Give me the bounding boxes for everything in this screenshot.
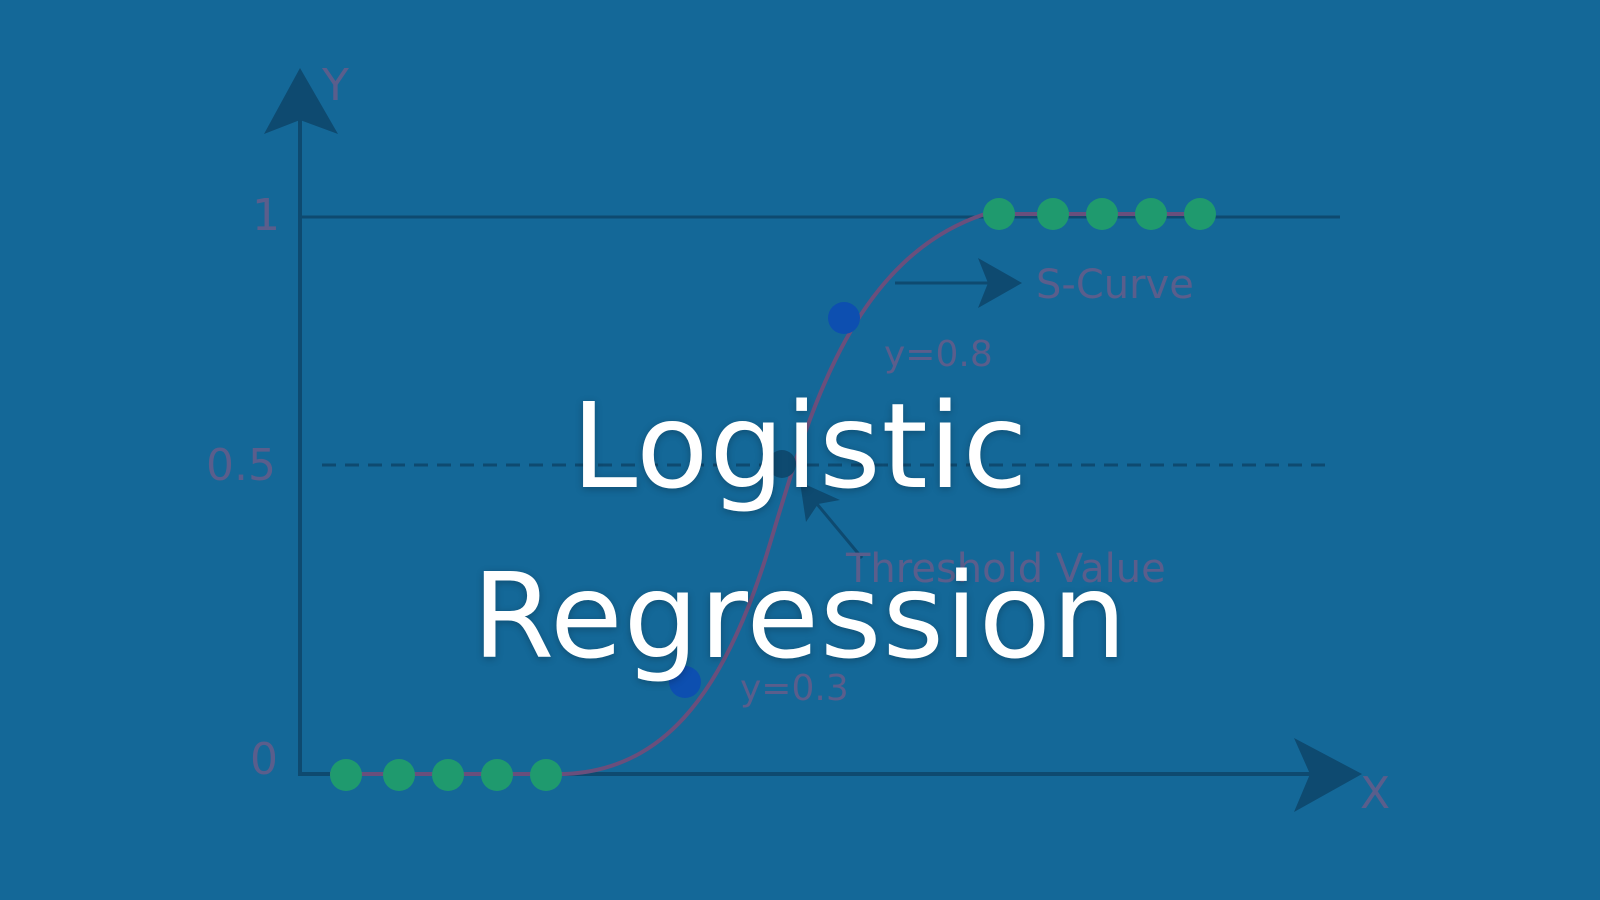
class-one-point bbox=[1086, 198, 1118, 230]
threshold-arrowhead bbox=[800, 482, 840, 522]
point-high-label: y=0.8 bbox=[884, 334, 993, 375]
sample-point-high bbox=[828, 302, 860, 334]
title-line-1: Logistic bbox=[571, 377, 1029, 516]
tick-label-zero: 0 bbox=[250, 734, 278, 785]
slide-title: Logistic Regression bbox=[0, 361, 1600, 701]
class-one-point bbox=[1135, 198, 1167, 230]
tick-label-one: 1 bbox=[252, 190, 280, 241]
x-axis-label: X bbox=[1360, 768, 1390, 819]
class-one-point bbox=[1037, 198, 1069, 230]
class-zero-point bbox=[481, 759, 513, 791]
sample-point-low bbox=[669, 666, 701, 698]
class-one-point bbox=[983, 198, 1015, 230]
s-curve bbox=[330, 212, 1210, 776]
y-axis-arrowhead bbox=[264, 68, 338, 134]
y-axis-label: Y bbox=[321, 60, 349, 111]
s-curve-label: S-Curve bbox=[1036, 262, 1194, 308]
class-zero-point bbox=[432, 759, 464, 791]
threshold-point bbox=[768, 450, 796, 478]
class-zero-point bbox=[530, 759, 562, 791]
point-low-label: y=0.3 bbox=[740, 668, 849, 709]
class-zero-point bbox=[330, 759, 362, 791]
threshold-label: Threshold Value bbox=[845, 546, 1166, 592]
tick-label-half: 0.5 bbox=[206, 440, 276, 491]
title-line-2: Regression bbox=[472, 547, 1128, 686]
class-one-point bbox=[1184, 198, 1216, 230]
threshold-arrow-shaft bbox=[810, 497, 864, 559]
x-axis-arrowhead bbox=[1294, 738, 1362, 812]
class-zero-point bbox=[383, 759, 415, 791]
s-curve-arrowhead bbox=[978, 258, 1022, 308]
